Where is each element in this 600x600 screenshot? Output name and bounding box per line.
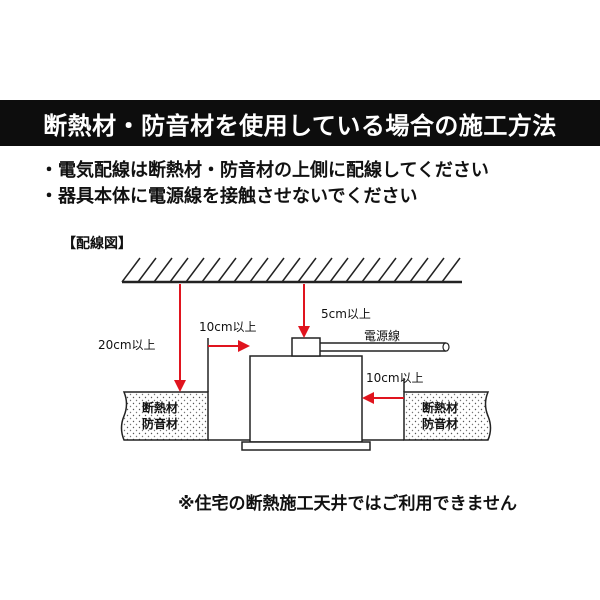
top-5cm-label: 5cm以上: [321, 307, 371, 321]
terminal-box: [291, 337, 321, 357]
gap-right-label: 10cm以上: [366, 371, 424, 385]
dimension-gap-right: [362, 378, 405, 404]
insulation-left-label: 断熱材 防音材: [142, 401, 179, 431]
gap-left-label: 10cm以上: [199, 320, 257, 334]
power-wire-label: 電源線: [364, 329, 401, 343]
fixture: [241, 337, 371, 451]
footer-note: ※住宅の断熱施工天井ではご利用できません: [178, 494, 518, 514]
height-20cm-label: 20cm以上: [98, 338, 156, 352]
banner-title: 断熱材・防音材を使用している場合の施工方法: [43, 111, 557, 140]
title-banner: 断熱材・防音材を使用している場合の施工方法: [0, 100, 600, 146]
ceiling-hatching: [121, 257, 461, 283]
dimension-gap-left: [207, 338, 250, 392]
ceiling: [121, 257, 462, 284]
notes-list: ・電気配線は断熱材・防音材の上側に配線してください ・器具本体に電源線を接触させ…: [40, 158, 580, 210]
fixture-flange: [241, 441, 371, 451]
insulation-left: [120, 391, 209, 441]
fixture-body: [249, 355, 363, 443]
insulation-right-label: 断熱材 防音材: [422, 401, 459, 431]
diagram-title: 【配線図】: [62, 236, 132, 252]
power-wire: [320, 342, 450, 352]
note-item: ・器具本体に電源線を接触させないでください: [40, 186, 418, 207]
note-item: ・電気配線は断熱材・防音材の上側に配線してください: [40, 160, 489, 181]
insulation-right: [403, 391, 492, 441]
